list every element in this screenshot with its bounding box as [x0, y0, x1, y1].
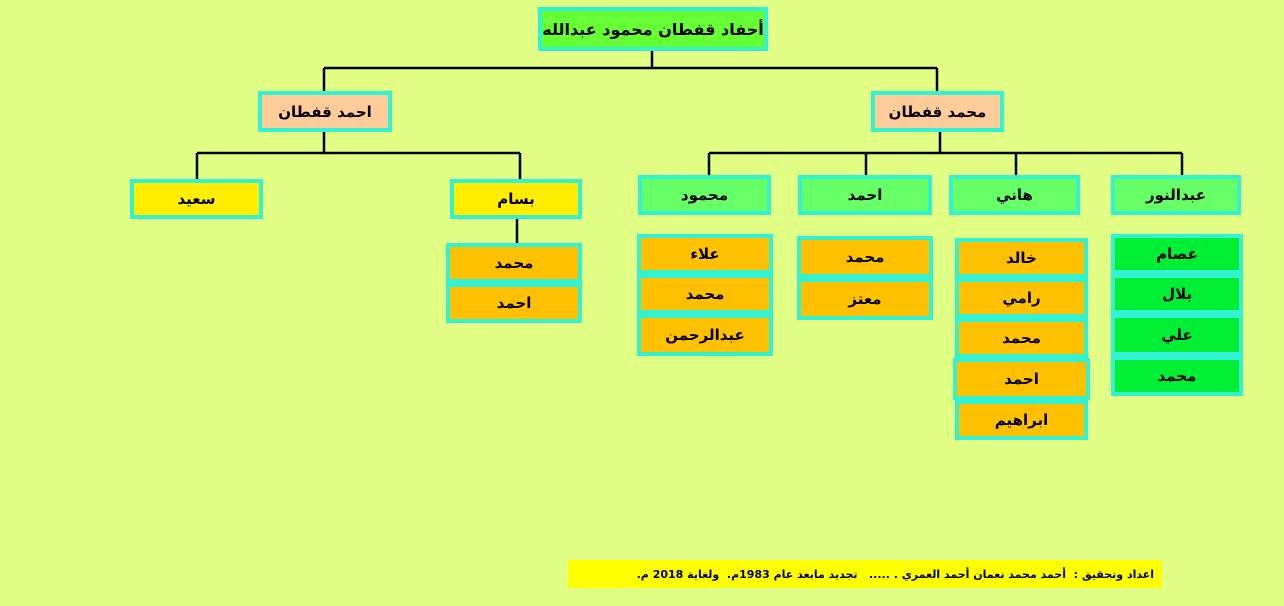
node-label: احمد [1004, 370, 1039, 388]
node-label: محمد [685, 285, 725, 303]
credit-text: اعداد وتحقيق : أحمد محمد نعمان أحمد العم… [636, 567, 1154, 581]
node-label: عصام [1156, 245, 1198, 263]
node-ahmed-child-1: محمد [797, 236, 933, 278]
node-hani-child-3: محمد [955, 318, 1088, 358]
node-label: خالد [1006, 249, 1037, 267]
root-label: أحفاد قفطان محمود عبدالله [542, 19, 764, 39]
root-node: أحفاد قفطان محمود عبدالله [538, 7, 768, 51]
node-saeed: سعيد [130, 179, 263, 219]
node-label: عبدالرحمن [665, 326, 745, 344]
node-label: محمد [1002, 329, 1041, 347]
node-label: محمد [845, 248, 885, 266]
node-hani: هاني [949, 175, 1080, 215]
node-mahmoud-child-1: علاء [637, 234, 773, 274]
node-mahmoud-child-2: محمد [637, 274, 773, 314]
node-label: رامي [1002, 289, 1041, 307]
node-label: علي [1161, 326, 1193, 344]
node-label: عبدالنور [1146, 186, 1206, 204]
node-label: محمد [1157, 367, 1197, 385]
node-ahmed-child-2: معتز [797, 278, 933, 320]
node-hani-child-4: احمد [953, 358, 1090, 400]
node-label: محمد قفطان [888, 102, 987, 121]
node-label: احمد [847, 186, 883, 204]
node-abdulnour-child-3: علي [1111, 314, 1243, 356]
node-bassam-child-1: محمد [446, 243, 582, 283]
node-label: بلال [1161, 285, 1193, 303]
node-abdulnour-child-1: عصام [1111, 234, 1243, 274]
node-hani-child-2: رامي [955, 278, 1088, 318]
node-label: محمود [680, 186, 729, 204]
node-label: معتز [848, 290, 882, 308]
node-label: سعيد [177, 190, 216, 208]
node-hani-child-1: خالد [955, 238, 1088, 278]
node-label: احمد [496, 294, 532, 312]
node-label: علاء [690, 245, 720, 263]
node-hani-child-5: ابراهيم [955, 400, 1088, 440]
node-bassam-child-2: احمد [446, 283, 582, 323]
credit-note: اعداد وتحقيق : أحمد محمد نعمان أحمد العم… [568, 560, 1162, 588]
node-ahmed: احمد [798, 175, 932, 215]
node-ahmed-qaftan: احمد قفطان [258, 91, 392, 132]
node-bassam: بسام [450, 179, 582, 219]
node-label: محمد [494, 254, 534, 272]
node-abdulnour: عبدالنور [1111, 175, 1241, 215]
node-label: احمد قفطان [278, 102, 372, 121]
node-label: ابراهيم [994, 411, 1049, 429]
node-label: هاني [996, 186, 1033, 204]
node-mahmoud-child-3: عبدالرحمن [637, 314, 773, 356]
node-label: بسام [497, 190, 535, 208]
node-mahmoud: محمود [638, 175, 771, 215]
node-abdulnour-child-2: بلال [1111, 274, 1243, 314]
node-abdulnour-child-4: محمد [1111, 356, 1243, 396]
node-mohammed-qaftan: محمد قفطان [871, 91, 1004, 132]
